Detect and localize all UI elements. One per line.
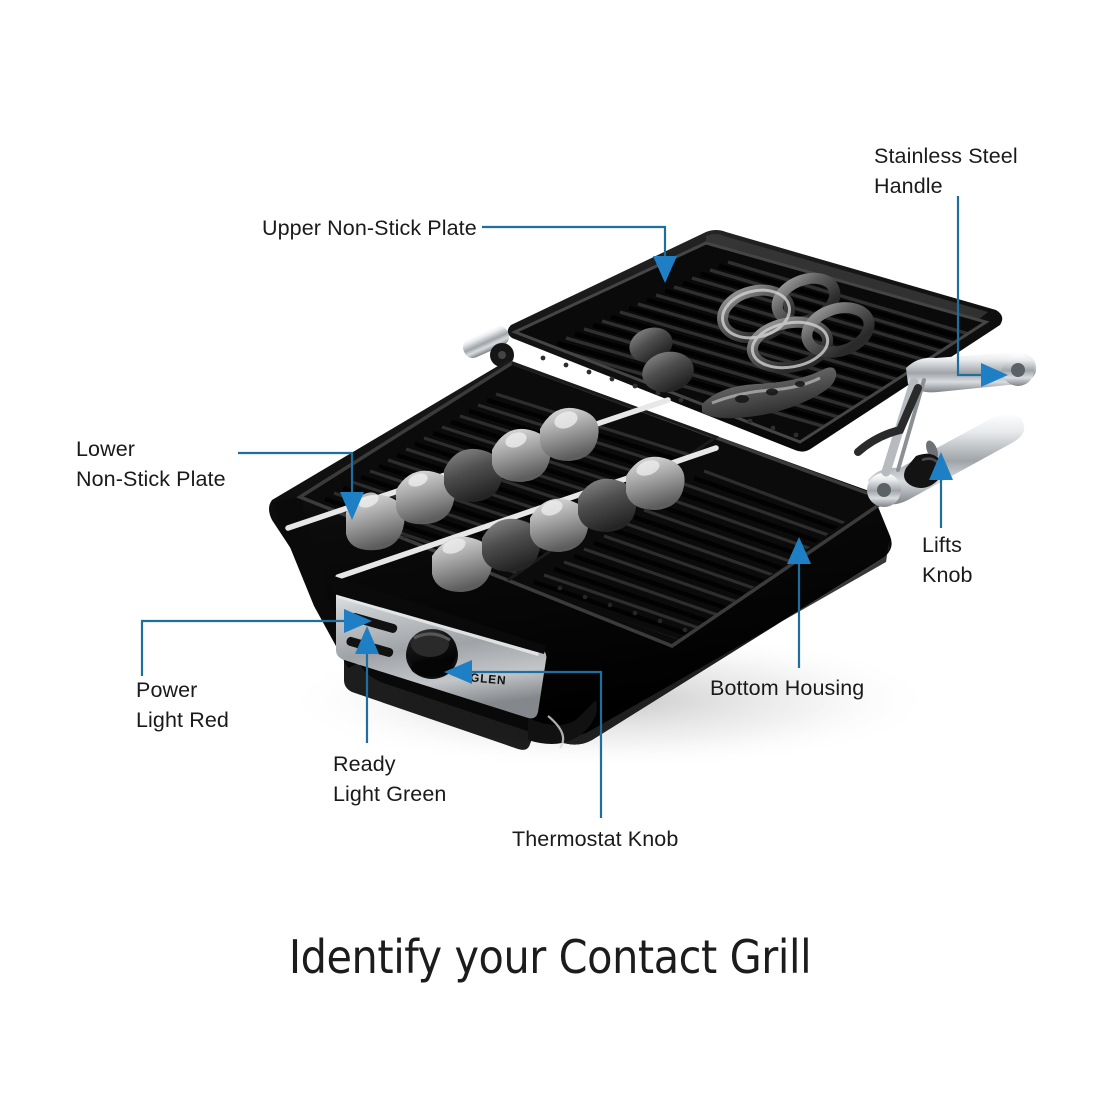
callout-line-1: Stainless Steel (874, 144, 1018, 168)
thermostat-knob (406, 629, 458, 679)
callout-label-upper-non-stick-plate: Upper Non-Stick Plate (262, 216, 477, 240)
upper-lid-hinge-pin (462, 325, 514, 367)
callout-line-1: Power (136, 678, 198, 702)
upper-lid-bevel (706, 234, 988, 320)
food-mushroom-2 (642, 351, 694, 393)
callout-line-1: Ready (333, 752, 396, 776)
food-pepper-ring-highlights (721, 288, 830, 370)
page-title: Identify your Contact Grill (288, 930, 812, 984)
food-chilli-char-marks (735, 381, 805, 403)
hinge-arm (854, 384, 922, 456)
food-skewers-group (285, 397, 719, 592)
callout-line-2: Handle (874, 174, 943, 198)
callout-line-1: Lower (76, 437, 136, 461)
callout-line-2: Light Red (136, 708, 229, 732)
callout-line-1: Lifts (922, 533, 962, 557)
callout-line-2: Non-Stick Plate (76, 467, 226, 491)
callout-line-2: Light Green (333, 782, 447, 806)
control-panel-frame (327, 576, 546, 654)
skewer-2-pieces (432, 456, 685, 592)
callout-label-bottom-housing: Bottom Housing (710, 676, 865, 700)
food-on-upper-plate (629, 272, 875, 419)
callout-line-2: Knob (922, 563, 973, 587)
callout-label-thermostat-knob: Thermostat Knob (512, 827, 679, 851)
